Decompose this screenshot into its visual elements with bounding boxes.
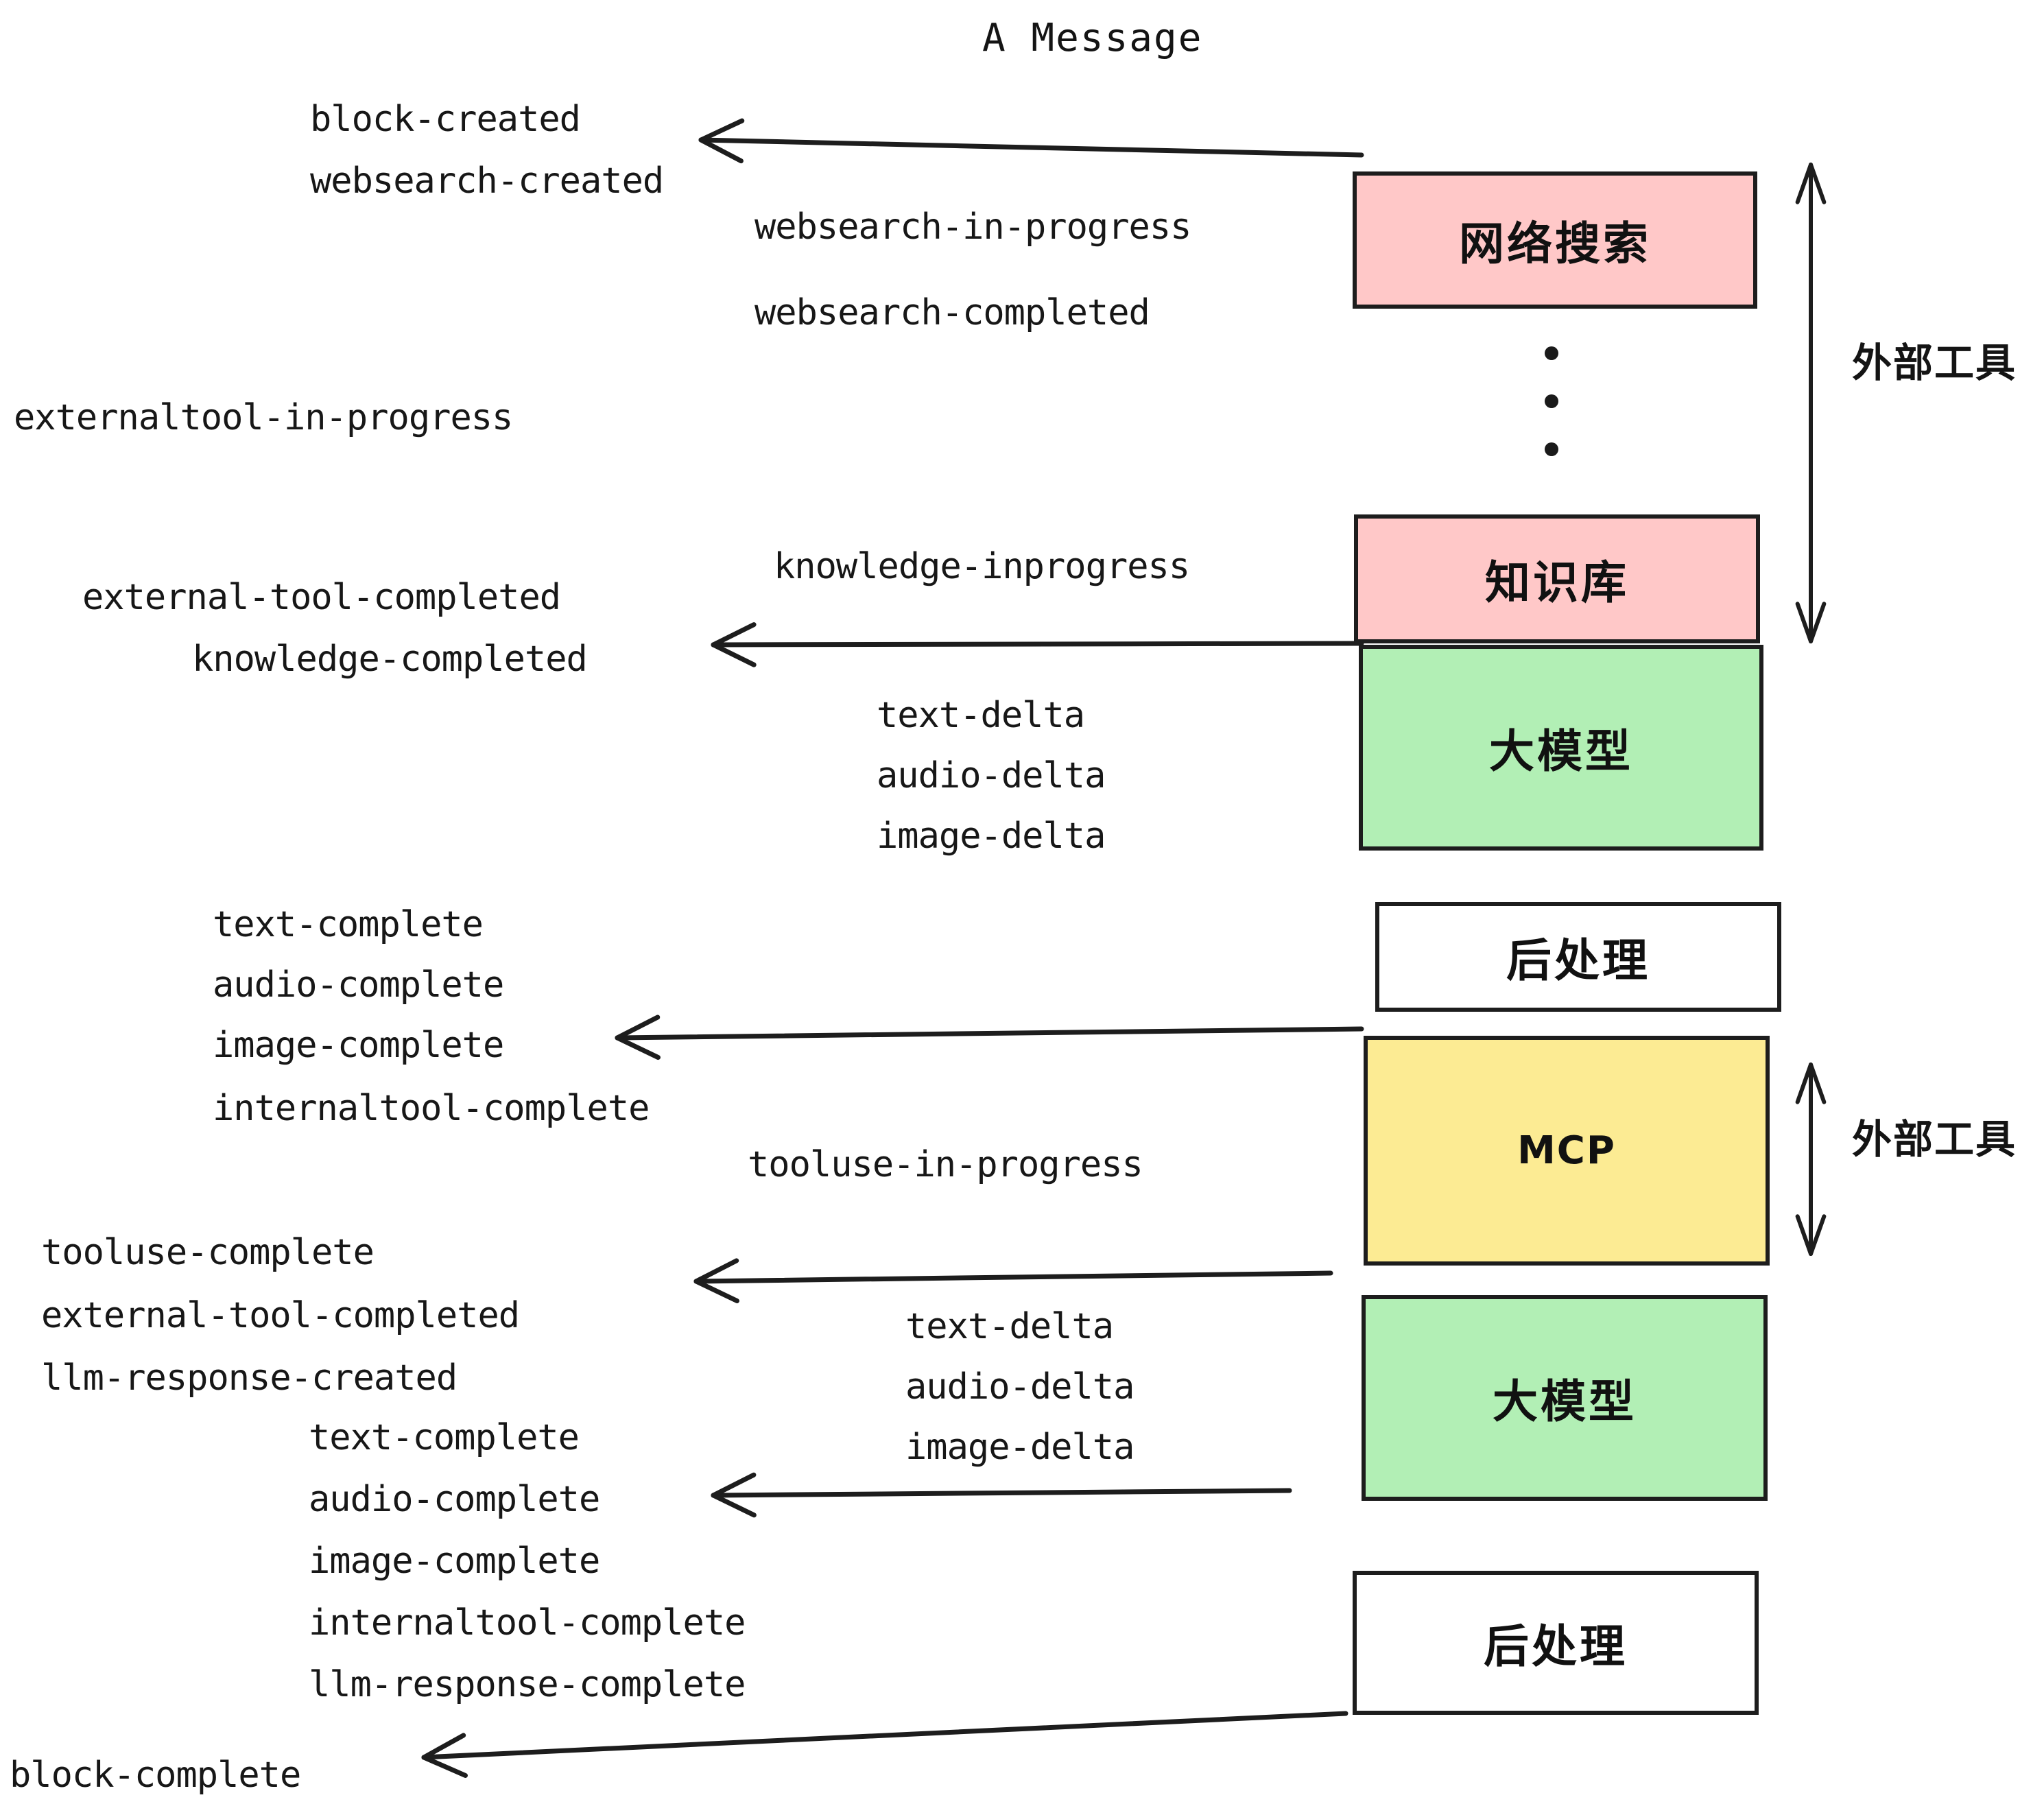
external-tools-top-arrow-head-up	[1795, 163, 1827, 204]
arrow-block-created-head	[698, 118, 745, 164]
event-label: websearch-completed	[754, 292, 1150, 333]
event-label: text-complete	[213, 904, 484, 945]
event-label: image-delta	[877, 816, 1106, 857]
event-label: external-tool-completed	[41, 1295, 520, 1336]
arrow-block-complete-head	[421, 1733, 468, 1778]
event-label: tooluse-in-progress	[748, 1144, 1143, 1185]
arrow-tooluse-done-head	[693, 1258, 740, 1304]
event-label: knowledge-completed	[192, 639, 588, 680]
node-label: 后处理	[1484, 1620, 1628, 1673]
event-label: audio-complete	[213, 964, 504, 1006]
event-label: internaltool-complete	[309, 1602, 746, 1643]
node-box-mcp: MCP	[1364, 1036, 1770, 1266]
node-label: MCP	[1517, 1128, 1616, 1173]
arrow-audio-complete-head	[711, 1472, 757, 1518]
event-label: text-delta	[877, 695, 1085, 736]
event-label: image-complete	[213, 1025, 504, 1066]
arrow-tooluse-done-line	[693, 1270, 1333, 1284]
arrow-audio-complete-line	[711, 1488, 1292, 1498]
event-label: knowledge-inprogress	[774, 546, 1190, 587]
event-label: websearch-created	[310, 161, 664, 202]
node-box-llm-2: 大模型	[1362, 1295, 1768, 1501]
external-tools-bottom-arrow-head-down	[1795, 1214, 1827, 1256]
event-label: block-complete	[10, 1755, 301, 1796]
event-label: llm-response-created	[41, 1357, 457, 1399]
node-box-websearch: 网络搜索	[1353, 171, 1757, 309]
arrow-block-created-line	[698, 137, 1364, 158]
node-label: 网络搜索	[1459, 217, 1651, 270]
external-tools-top-arrow-head-down	[1795, 602, 1827, 643]
external-tools-bottom-arrow-head-up	[1795, 1063, 1827, 1104]
event-label: audio-delta	[905, 1366, 1134, 1408]
node-label: 后处理	[1506, 934, 1650, 987]
event-label: websearch-in-progress	[754, 206, 1191, 248]
node-label: 大模型	[1493, 1375, 1637, 1428]
event-label: text-delta	[905, 1306, 1114, 1347]
side-annotation-external-tools-bottom: 外部工具	[1852, 1116, 2017, 1163]
side-annotation-external-tools-top: 外部工具	[1852, 340, 2017, 386]
arrow-block-complete-line	[421, 1711, 1348, 1760]
node-box-postprocess-1: 后处理	[1375, 902, 1781, 1012]
arrow-image-complete-line	[615, 1026, 1364, 1041]
event-label: image-complete	[309, 1541, 600, 1582]
ellipsis-dots	[1545, 346, 1558, 456]
node-box-knowledge: 知识库	[1354, 514, 1760, 643]
event-label: tooluse-complete	[41, 1232, 375, 1273]
event-label: externaltool-in-progress	[14, 397, 513, 438]
ellipsis-dot	[1545, 442, 1558, 456]
node-label: 大模型	[1489, 725, 1633, 778]
node-box-llm-1: 大模型	[1359, 645, 1763, 851]
event-label: image-delta	[905, 1427, 1134, 1468]
event-label: text-complete	[309, 1417, 580, 1458]
arrow-image-complete-head	[615, 1014, 661, 1060]
node-box-postprocess-2: 后处理	[1353, 1571, 1759, 1715]
event-label: audio-complete	[309, 1479, 600, 1520]
event-label: external-tool-completed	[82, 577, 561, 618]
event-label: audio-delta	[877, 755, 1106, 796]
event-label: internaltool-complete	[213, 1088, 650, 1129]
arrow-knowledge-done-line	[711, 641, 1364, 648]
node-label: 知识库	[1485, 556, 1629, 609]
event-label: block-created	[310, 99, 581, 140]
arrow-knowledge-done-head	[711, 622, 757, 667]
ellipsis-dot	[1545, 394, 1558, 408]
page-title: A Message	[982, 16, 1203, 60]
event-label: llm-response-complete	[309, 1664, 746, 1705]
ellipsis-dot	[1545, 346, 1558, 360]
